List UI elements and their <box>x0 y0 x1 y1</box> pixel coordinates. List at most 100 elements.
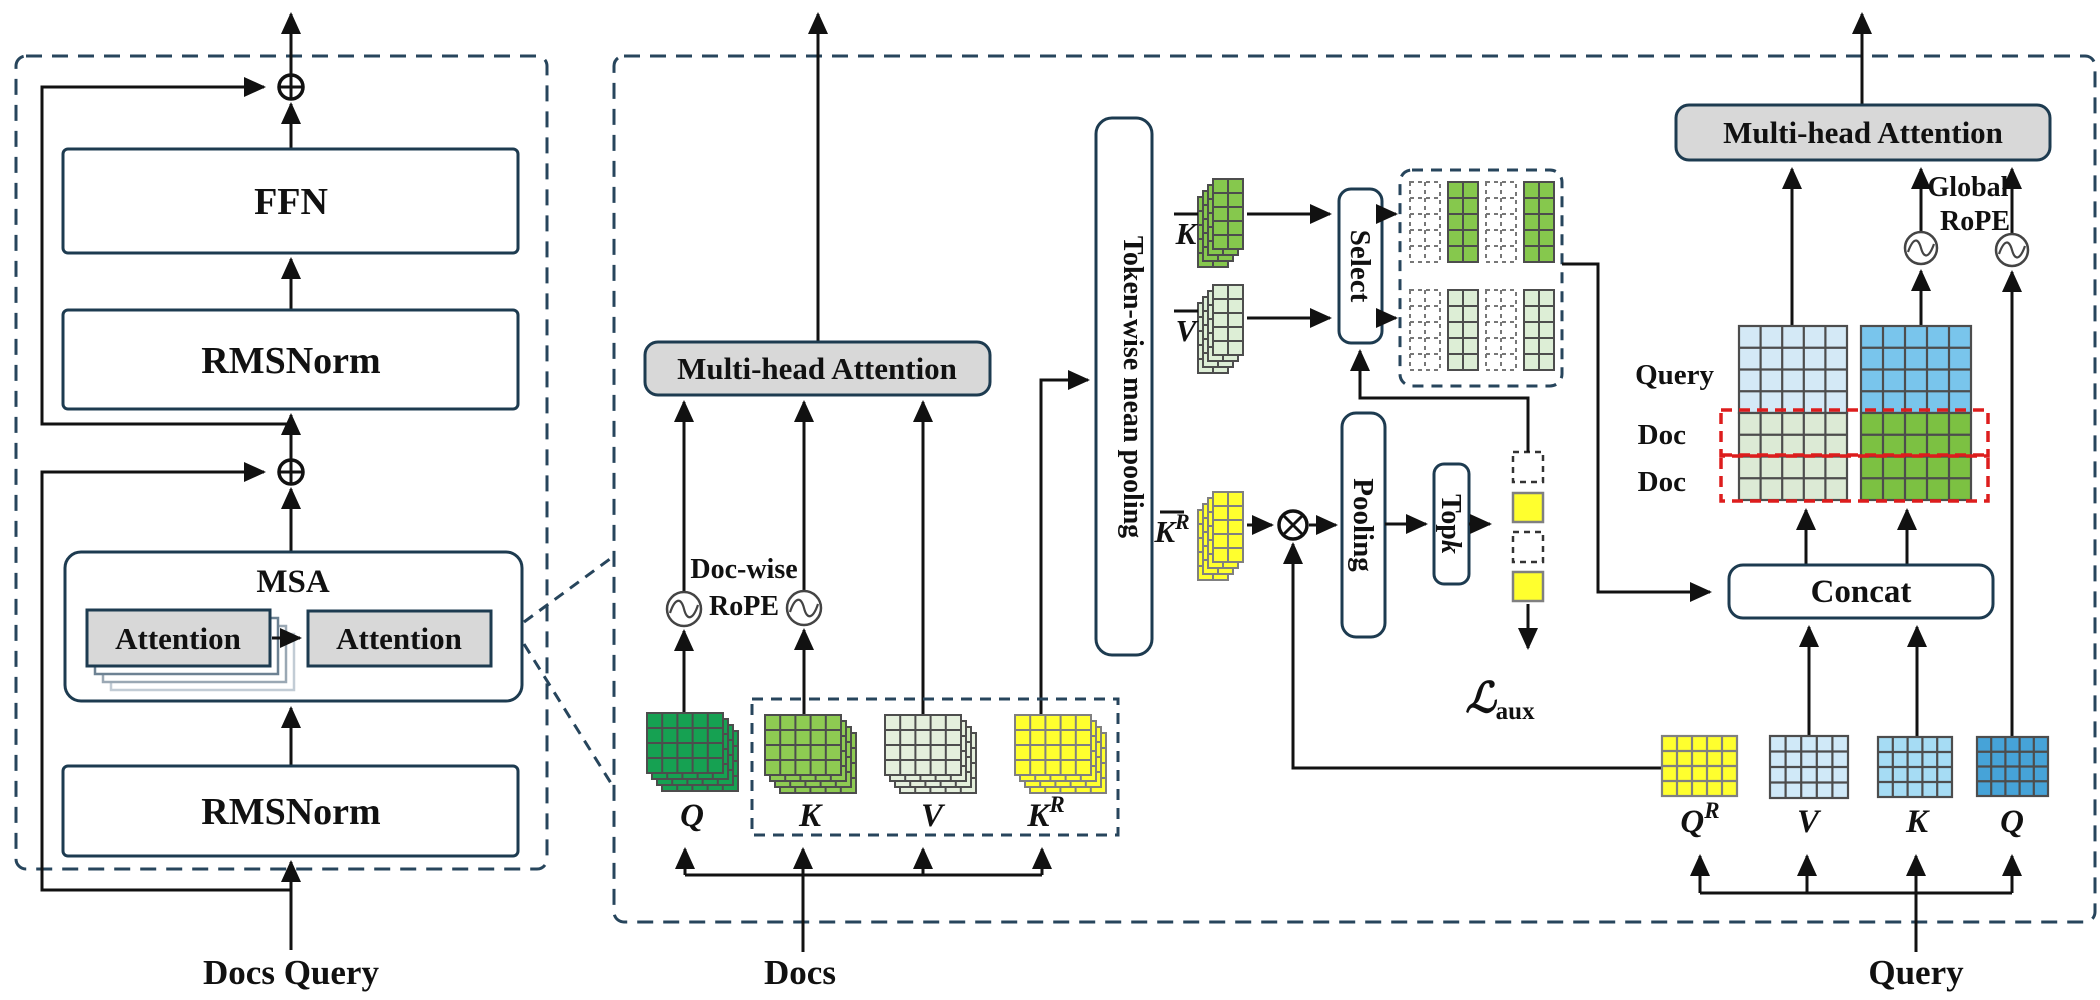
doc-wise-rope-label-line2: RoPE <box>709 591 779 622</box>
cell-grid <box>1409 181 1441 263</box>
rmsnorm-bottom-label: RMSNorm <box>201 791 380 833</box>
detail-panel-border <box>612 54 2097 924</box>
global-rope-icon <box>1994 232 2030 268</box>
cell-grid <box>1212 491 1244 563</box>
rmsnorm-top-label: RMSNorm <box>201 340 380 382</box>
cell-grid <box>1014 714 1092 776</box>
kvkr-dashed-group-box <box>750 697 1120 837</box>
cell-grid <box>1212 178 1244 250</box>
docs-mha-label: Multi-head Attention <box>677 351 957 386</box>
multiply-icon <box>1277 509 1309 541</box>
krbar-label-group: KR <box>1153 509 1189 549</box>
selected-tokens-dashed-box <box>1398 168 1564 388</box>
vbar-label-group: V <box>1174 309 1199 348</box>
mask-to-select-line <box>1350 349 1530 452</box>
kr-to-pooling-line <box>1039 370 1090 715</box>
cell-grid <box>1447 181 1479 263</box>
mask-slot-selected <box>1511 570 1545 603</box>
token-pool-label: Token-wise mean pooling <box>1117 236 1148 538</box>
doc-wise-rope-icon <box>785 589 823 627</box>
cell-grid <box>1859 324 1973 415</box>
qr-to-multiply-line <box>1283 542 1662 770</box>
docs-k-tensor-label: K <box>798 798 823 834</box>
query-mha-box <box>1674 103 2052 162</box>
cell-grid <box>646 712 724 774</box>
cell-grid <box>1409 289 1441 371</box>
concat-matrices <box>1737 324 1973 502</box>
cell-grid <box>1485 181 1517 263</box>
cell-grid <box>1876 735 1954 799</box>
ffn-box <box>61 147 520 255</box>
zoom-wedge-bottom-line <box>522 643 616 789</box>
cell-grid <box>1523 181 1555 263</box>
cell-grid <box>1737 324 1849 415</box>
vbar-label: V <box>1176 313 1199 348</box>
attention-right-box <box>306 609 493 668</box>
selected-token-blocks <box>1409 181 1555 371</box>
global-rope-icon <box>1903 230 1939 266</box>
mask-slot-unselected <box>1511 530 1545 564</box>
msa-label: MSA <box>256 564 330 600</box>
cell-grid <box>764 714 842 776</box>
transformer-block-panel: FFN RMSNorm MSA Attention Attention RMSN… <box>14 12 549 992</box>
docs-input-label: Docs <box>764 953 836 992</box>
concat-label: Concat <box>1811 574 1912 610</box>
token-pool-box <box>1094 116 1154 657</box>
kbar-label: K <box>1175 216 1199 251</box>
matrix-row-label-query: Query <box>1635 359 1714 391</box>
mask-slot-selected <box>1511 491 1545 524</box>
cell-grid <box>1212 284 1244 356</box>
attention-right-label: Attention <box>336 621 462 656</box>
docs-v-tensor-label: V <box>921 798 946 834</box>
query-v-label: V <box>1797 804 1822 840</box>
docs-kr-tensor-label: KR <box>1026 792 1064 834</box>
rmsnorm-bottom-box <box>61 764 520 858</box>
cell-grid <box>1485 289 1517 371</box>
mask-slot-unselected <box>1511 450 1545 484</box>
global-rope-label-line2: RoPE <box>1940 206 2010 237</box>
select-box <box>1337 187 1384 345</box>
cell-grid <box>1523 289 1555 371</box>
ffn-label: FFN <box>254 181 328 223</box>
doc-rows-highlight-2 <box>1719 453 1990 503</box>
cell-grid <box>1768 734 1850 800</box>
concat-box <box>1727 563 1995 620</box>
zoom-wedge-top-line <box>523 554 615 624</box>
cell-grid <box>1660 734 1739 798</box>
krbar-label: KR <box>1153 509 1189 549</box>
residual-skip-bottom <box>40 462 291 892</box>
attention-left-box <box>85 608 272 668</box>
cell-grid <box>1975 735 2050 798</box>
doc-wise-rope-icon <box>665 590 703 628</box>
matrix-row-label-doc2: Doc <box>1638 466 1686 498</box>
residual-add-icon <box>277 73 305 101</box>
global-rope-label-line1: Global <box>1928 172 2009 203</box>
aux-loss-label: ℒaux <box>1465 676 1535 725</box>
doc-rows-highlight-1 <box>1719 408 1990 458</box>
docs-mha-box <box>643 340 992 397</box>
query-k-label: K <box>1905 804 1930 840</box>
query-mha-label: Multi-head Attention <box>1723 115 2003 150</box>
docs-tensor-stacks <box>646 712 1107 794</box>
query-q-label: Q <box>2000 804 2024 840</box>
residual-skip-top <box>40 77 291 426</box>
pooling-label: Pooling <box>1347 478 1379 572</box>
query-qr-label: QR <box>1680 798 1719 840</box>
topk-mask-column <box>1511 450 1545 603</box>
attention-left-label: Attention <box>115 621 241 656</box>
attention-detail-panel: Multi-head Attention Doc-wise RoPE Q K V… <box>612 12 2097 992</box>
kbar-label-group: K <box>1174 212 1199 251</box>
docs-q-tensor-label: Q <box>680 798 704 834</box>
doc-wise-rope-label-line1: Doc-wise <box>690 554 797 585</box>
cell-grid <box>1447 289 1479 371</box>
query-tensors <box>1660 734 2050 800</box>
topk-label: Topk <box>1436 494 1467 554</box>
pooled-tensor-stacks <box>1197 178 1244 581</box>
rmsnorm-top-box <box>61 308 520 411</box>
select-label: Select <box>1344 230 1376 303</box>
docs-query-input-label: Docs Query <box>203 953 379 992</box>
residual-add-icon <box>277 458 305 486</box>
matrix-row-label-doc1: Doc <box>1638 419 1686 451</box>
